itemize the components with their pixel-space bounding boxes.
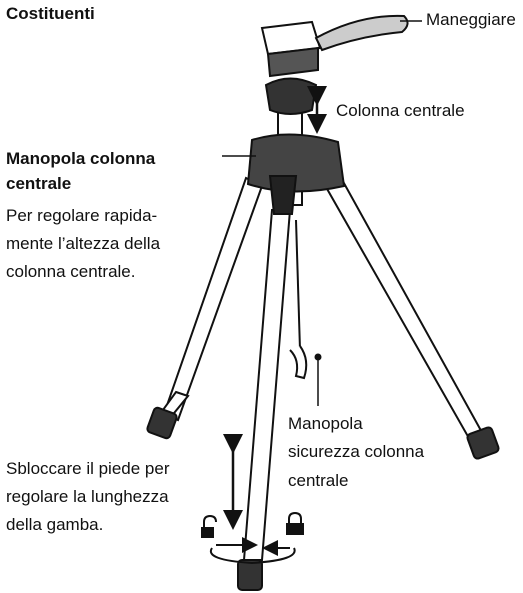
- knob-desc-line-1: Per regolare rapida-: [6, 204, 157, 228]
- handle-label: Maneggiare: [426, 8, 516, 32]
- knob-title-line-2: centrale: [6, 172, 71, 196]
- safety-knob-label-line-1: Manopola: [288, 412, 363, 436]
- unlock-label-line-1: Sbloccare il piede per: [6, 457, 169, 481]
- title: Costituenti: [6, 2, 95, 26]
- lock-icon: [286, 513, 304, 535]
- safety-knob-label-line-3: centrale: [288, 469, 348, 493]
- unlock-label-line-3: della gamba.: [6, 513, 103, 537]
- unlock-icon: [201, 516, 216, 538]
- safety-knob-part: [290, 220, 321, 378]
- center-column-label: Colonna centrale: [336, 99, 465, 123]
- knob-desc-line-3: colonna centrale.: [6, 260, 135, 284]
- tripod-head: [262, 16, 408, 76]
- knob-title-line-1: Manopola colonna: [6, 147, 155, 171]
- unlock-label-line-2: regolare la lunghezza: [6, 485, 169, 509]
- safety-knob-label-line-2: sicurezza colonna: [288, 440, 424, 464]
- knob-desc-line-2: mente l’altezza della: [6, 232, 160, 256]
- tripod-front-leg: [238, 210, 290, 590]
- tripod-left-leg: [146, 178, 262, 439]
